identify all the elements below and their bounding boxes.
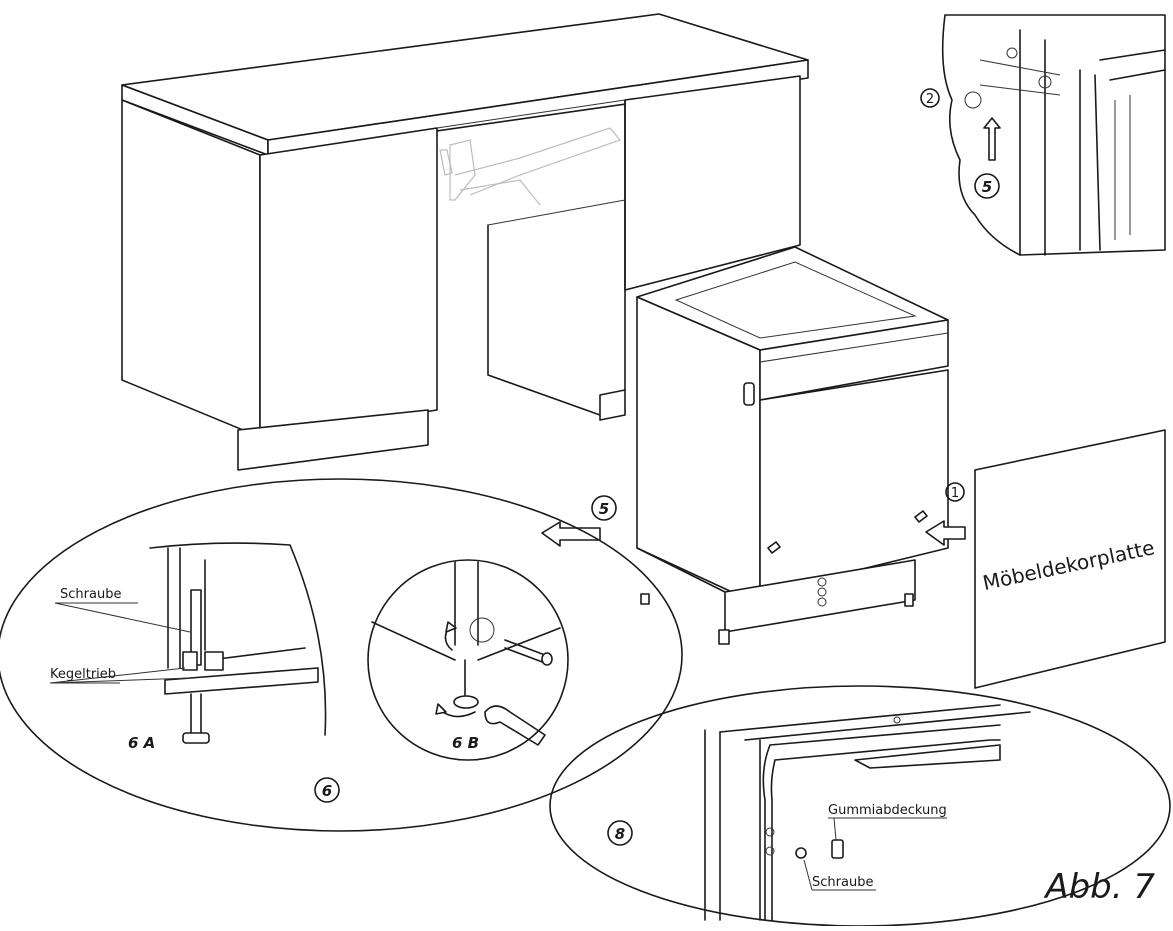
step-5-label: 5 xyxy=(599,500,609,518)
decor-panel: Möbeldekorplatte xyxy=(974,429,1166,689)
gummiabdeckung-label: Gummiabdeckung xyxy=(828,803,947,818)
step-6b-label: 6 B xyxy=(452,734,479,752)
step-5-marker: 5 xyxy=(591,495,617,521)
detail-6b: 6 B xyxy=(367,559,569,761)
inset-step-6: Schraube Kegeltrieb 6 A 6 B 6 xyxy=(0,478,683,832)
step-5-inset-label: 5 xyxy=(982,178,992,196)
inset-step-8: Gummiabdeckung Schraube 8 xyxy=(549,685,1171,927)
step-6-label: 6 xyxy=(322,782,332,800)
inset-top-right: 2 5 xyxy=(920,14,1166,256)
schraube-6a-label: Schraube xyxy=(60,587,121,602)
detail-6a: Schraube Kegeltrieb 6 A xyxy=(49,542,327,752)
step-6a-label: 6 A xyxy=(128,734,155,752)
step-2-label: 2 xyxy=(926,92,934,107)
dishwasher xyxy=(541,246,966,645)
kitchen-cabinet xyxy=(121,13,809,471)
step-1-marker: 1 xyxy=(945,482,965,502)
kegeltrieb-label: Kegeltrieb xyxy=(50,667,116,682)
figure-caption: Abb. 7 xyxy=(1043,867,1155,907)
schraube-8-label: Schraube xyxy=(812,875,873,890)
step-1-label: 1 xyxy=(951,486,959,501)
step-8-label: 8 xyxy=(615,825,625,843)
